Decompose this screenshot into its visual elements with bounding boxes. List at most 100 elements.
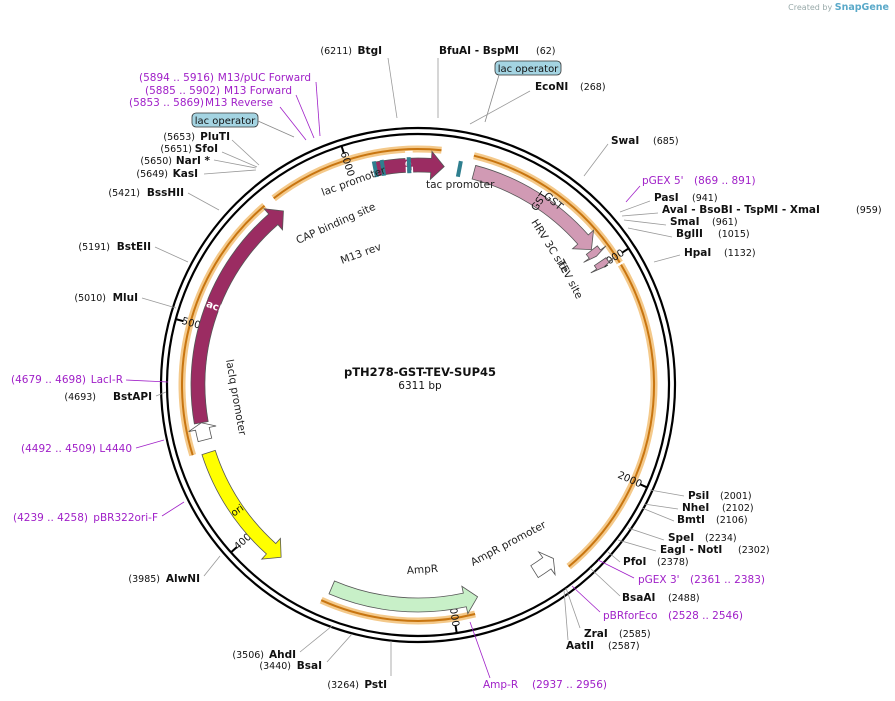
feature-GST <box>471 164 595 251</box>
backbone-inner-strand <box>165 132 671 638</box>
primer-pgex-5: pGEX 5' <box>642 175 684 187</box>
tick-4000 <box>230 546 238 554</box>
site-bglii: BglII <box>676 228 703 240</box>
small-feature-mark-2 <box>371 160 379 178</box>
tick-6000 <box>340 145 345 154</box>
ampr-promoter-label: AmpR promoter <box>469 519 549 569</box>
primer-amp-r-pos: (2937 .. 2956) <box>532 679 607 691</box>
site-mlui-pos: (5010) <box>74 293 106 304</box>
site-pasi: PasI <box>654 192 679 204</box>
site-bfuai-pos: (62) <box>536 46 556 57</box>
site-bstapi-pos: (4693) <box>64 392 96 403</box>
site-bmti-pos: (2106) <box>716 515 748 526</box>
site-psti: PstI <box>364 679 387 691</box>
site-smai: SmaI <box>670 216 700 228</box>
primer-pbr322ori-f: pBR322ori-F <box>93 512 158 524</box>
primer-m13-puc-forward-pos: (5894 .. 5916) <box>139 72 214 84</box>
primer-pbr322ori-f-pos: (4239 .. 4258) <box>13 512 88 524</box>
backbone-outer-strand <box>159 126 677 644</box>
brand-name: SnapGene <box>834 2 889 13</box>
site-bsteii: BstEII <box>117 241 151 253</box>
site-psii: PsiI <box>688 490 709 502</box>
primer-pgex-3-pos: (2361 .. 2383) <box>690 574 765 586</box>
site-sfoi-pos: (5651) <box>160 144 192 155</box>
site-kasi-pos: (5649) <box>136 169 168 180</box>
primer-pgex-5-pos: (869 .. 891) <box>694 175 756 187</box>
site-ahdi-pos: (3506) <box>232 650 264 661</box>
site-hpai-pos: (1132) <box>724 248 756 259</box>
site-bsaai-pos: (2488) <box>668 593 700 604</box>
site-aatii-pos: (2587) <box>608 641 640 652</box>
site-bsshii-pos: (5421) <box>108 188 140 199</box>
feature-ampprom <box>530 550 556 579</box>
site-avai-group: AvaI - BsoBI - TspMI - XmaI <box>662 204 820 216</box>
primer-amp-r: Amp-R <box>483 679 518 691</box>
orf-layer <box>178 145 658 625</box>
ampr-label: AmpR <box>406 563 438 577</box>
tick-2000 <box>639 483 648 489</box>
lac-operator-label: lac operator <box>498 64 559 75</box>
site-mlui: MluI <box>113 292 138 304</box>
primer-m13-reverse: M13 Reverse <box>205 97 273 109</box>
site-bsai-pos: (3440) <box>259 661 291 672</box>
site-spei-pos: (2234) <box>705 533 737 544</box>
site-bsshii: BssHII <box>147 187 184 199</box>
plasmid-length: 6311 bp <box>398 380 442 392</box>
site-avai-pos: (959) <box>856 205 882 216</box>
primer-m13-puc-forward: M13/pUC Forward <box>218 72 311 84</box>
site-smai-pos: (961) <box>712 217 738 228</box>
site-econi: EcoNI <box>535 81 568 93</box>
site-nhei: NheI <box>682 502 709 514</box>
feature-AmpR <box>328 580 479 615</box>
lac-operator-label: lac operator <box>195 116 256 127</box>
site-swai: SwaI <box>611 135 639 147</box>
tev-site-label: TEV site <box>554 257 585 301</box>
lac-operator-box-top: lac operator <box>484 60 562 123</box>
feature-laciqprom <box>188 422 217 443</box>
feature-tev <box>590 257 615 274</box>
laciq-promoter-label: lacIq promoter <box>223 358 248 437</box>
feature-lacI <box>190 208 284 425</box>
site-pluti-pos: (5653) <box>163 132 195 143</box>
plasmid-name: pTH278-GST-TEV-SUP45 <box>344 365 496 379</box>
feature-ori <box>201 449 282 560</box>
site-bstapi: BstAPI <box>113 391 152 403</box>
site-eagi-noti: EagI - NotI <box>660 544 722 556</box>
brand-created-by: Created by <box>788 3 833 12</box>
primer-pgex-3: pGEX 3' <box>638 574 680 586</box>
restriction-site-layer: BtgI (6211) BfuAI - BspMI (62) EcoNI (26… <box>64 45 881 691</box>
primer-l4440-pos: (4492 .. 4509) <box>21 443 96 455</box>
site-econi-pos: (268) <box>580 82 606 93</box>
tick-3000 <box>454 624 458 634</box>
primer-layer: M13/pUC Forward (5894 .. 5916) M13 Forwa… <box>11 72 765 691</box>
orf-0-line <box>273 148 442 200</box>
orf-3-line <box>320 599 476 622</box>
site-pfoi: PfoI <box>623 556 646 568</box>
site-ahdi: AhdI <box>269 649 296 661</box>
primer-pbrforeco: pBRforEco <box>603 610 657 622</box>
site-alwni: AlwNI <box>166 573 200 585</box>
site-pluti: PluTI <box>200 131 230 143</box>
site-btgi-pos: (6211) <box>320 46 352 57</box>
primer-m13-forward: M13 Forward <box>224 85 292 97</box>
site-pasi-pos: (941) <box>692 193 718 204</box>
primer-laci-r-pos: (4679 .. 4698) <box>11 374 86 386</box>
site-nari-pos: (5650) <box>140 156 172 167</box>
m13-rev-label: M13 rev <box>339 241 383 267</box>
site-swai-pos: (685) <box>653 136 679 147</box>
primer-l4440: L4440 <box>99 443 132 455</box>
site-zrai-pos: (2585) <box>619 629 651 640</box>
site-hpai: HpaI <box>684 247 711 259</box>
site-alwni-pos: (3985) <box>128 574 160 585</box>
site-btgi: BtgI <box>358 45 382 57</box>
site-psti-pos: (3264) <box>327 680 359 691</box>
site-zrai: ZraI <box>584 628 608 640</box>
site-bsteii-pos: (5191) <box>78 242 110 253</box>
tick-1000 <box>621 247 630 254</box>
site-bsaai: BsaAI <box>622 592 655 604</box>
orf-1-line <box>473 154 621 264</box>
tick-5000 <box>175 318 184 323</box>
feature-hrv <box>583 245 607 263</box>
site-aatii: AatII <box>566 640 594 652</box>
